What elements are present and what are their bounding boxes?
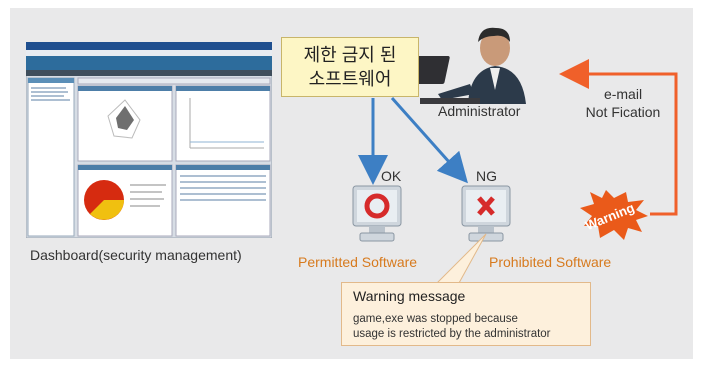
- administrator-label: Administrator: [438, 103, 521, 119]
- administrator-figure: [406, 27, 526, 104]
- computer-ng-icon: [461, 185, 511, 242]
- warning-message-text: game,exe was stopped because usage is re…: [353, 312, 551, 342]
- email-notification-arrow: [559, 59, 678, 216]
- prohibited-software-label: Prohibited Software: [489, 254, 612, 270]
- warning-message-box: Warning message game,exe was stopped bec…: [341, 282, 591, 346]
- dashboard-screenshot: [26, 42, 272, 238]
- warning-message-title: Warning message: [353, 288, 466, 304]
- dashboard-caption: Dashboard(security management): [30, 247, 242, 263]
- callout-line-2: 소프트웨어: [308, 69, 392, 89]
- ok-label: OK: [381, 168, 402, 184]
- warning-message-line-1: game,exe was stopped because: [353, 313, 518, 325]
- warning-burst-icon: [580, 190, 648, 240]
- email-label-line-1: e-mail: [603, 86, 643, 102]
- arrow-to-ng: [390, 97, 468, 184]
- permitted-software-label: Permitted Software: [298, 254, 418, 270]
- callout-line-1: 제한 금지 된: [303, 45, 397, 65]
- email-label-line-2: Not Fication: [585, 104, 661, 120]
- computer-ok-icon: [352, 185, 402, 242]
- restricted-software-callout: 제한 금지 된 소프트웨어: [281, 37, 419, 97]
- ng-label: NG: [476, 168, 497, 184]
- warning-message-line-2: usage is restricted by the administrator: [353, 328, 551, 340]
